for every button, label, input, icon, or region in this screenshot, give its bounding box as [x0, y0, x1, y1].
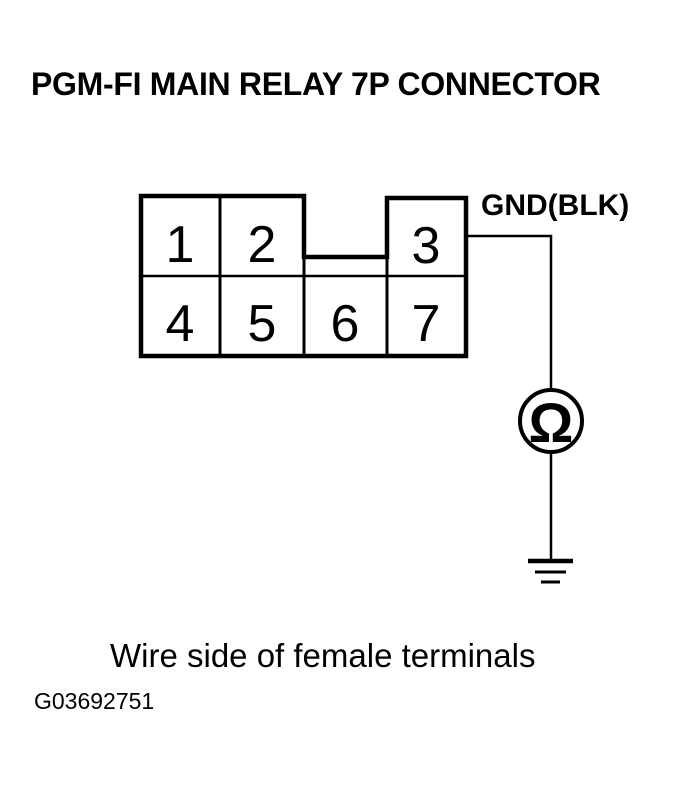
pin-2: 2 — [248, 216, 277, 274]
ground-icon — [528, 558, 573, 584]
ohm-symbol: Ω — [529, 391, 574, 454]
pin-5: 5 — [248, 295, 277, 353]
ohmmeter-ring — [518, 388, 584, 454]
ohmmeter-icon: Ω — [518, 388, 584, 454]
connector-body: 1 2 3 4 5 6 7 — [138, 193, 469, 359]
test-wire — [466, 234, 553, 561]
pin-7: 7 — [412, 295, 441, 353]
pin-4: 4 — [166, 295, 195, 353]
pin-1: 1 — [166, 216, 195, 274]
page-title: PGM-FI MAIN RELAY 7P CONNECTOR — [31, 66, 601, 102]
diagram-caption: Wire side of female terminals — [110, 637, 536, 674]
figure-id: G03692751 — [34, 688, 155, 714]
wire-pin3-to-meter — [466, 234, 553, 390]
pin-3: 3 — [412, 217, 441, 275]
pin-6: 6 — [331, 295, 360, 353]
wire-label-gnd: GND(BLK) — [481, 189, 630, 222]
